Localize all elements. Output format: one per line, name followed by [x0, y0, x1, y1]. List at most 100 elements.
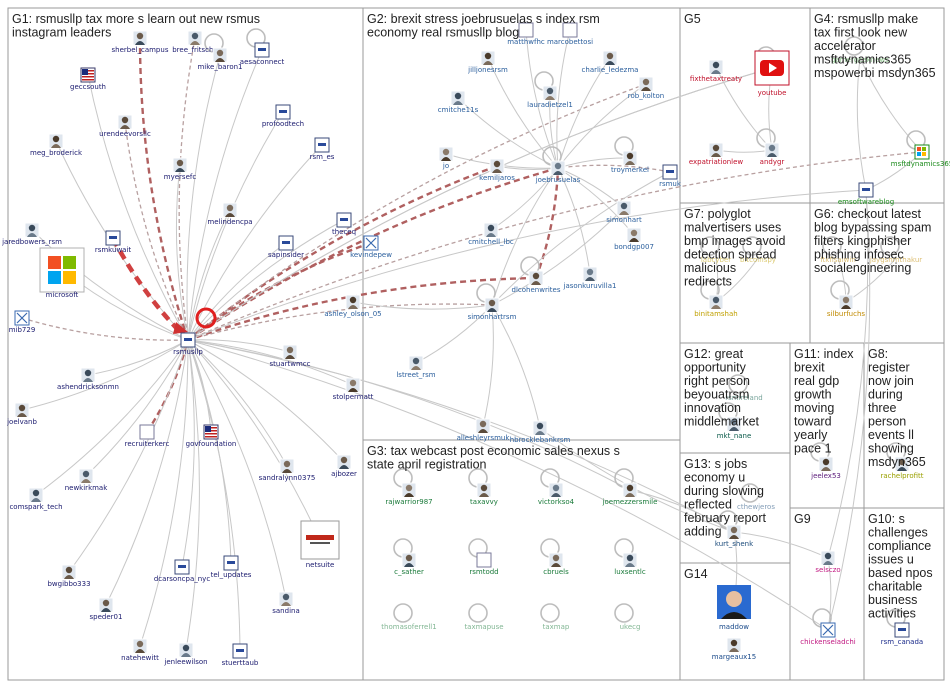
node-recruiterkerc[interactable]: recruiterkerc — [125, 424, 170, 448]
node-dcarsoncpa_nyc[interactable]: dcarsoncpa_nyc — [154, 559, 210, 583]
node-joemezzersmile[interactable]: joemezzersmile — [602, 482, 658, 506]
node-lauradietzel1[interactable]: lauradietzel1 — [527, 85, 573, 109]
node-ajbozer[interactable]: ajbozer — [331, 454, 357, 478]
node-rsmusllp[interactable]: rsmusllp — [173, 332, 203, 356]
node-rsmuk[interactable]: rsmuk — [659, 164, 682, 188]
node-ukecg[interactable]: ukecg — [620, 623, 641, 631]
node-thomasoferrell1[interactable]: thomasoferrell1 — [381, 623, 436, 631]
node-rsmkuwait[interactable]: rsmkuwait — [95, 230, 132, 254]
node-chickenseladchi[interactable]: chickenseladchi — [800, 622, 856, 646]
node-bwgibbo333[interactable]: bwgibbo333 — [47, 564, 91, 588]
node-maddow[interactable]: maddow — [717, 585, 751, 631]
node-rsm_es[interactable]: rsm_es — [310, 137, 335, 161]
node-newkirkmak[interactable]: newkirkmak — [65, 468, 109, 492]
node-jenleewilson[interactable]: jenleewilson — [163, 642, 208, 666]
node-rsmireland[interactable]: rsmireland — [725, 394, 762, 402]
node-jeelex53[interactable]: jeelex53 — [810, 456, 841, 480]
node-rachelprofitt[interactable]: rachelprofitt — [880, 456, 924, 480]
node-matthwfhc[interactable]: matthwfhc — [507, 22, 545, 46]
node-cmitche11s[interactable]: cmitche11s — [438, 90, 479, 114]
node-stuartwmcc[interactable]: stuartwmcc — [270, 344, 311, 368]
node-label: ajbozer — [331, 470, 357, 478]
node-melindencpa[interactable]: melindencpa — [207, 202, 253, 226]
node-stuerttaub[interactable]: stuerttaub — [222, 643, 259, 667]
node-govfoundation[interactable]: govfoundation — [186, 424, 237, 448]
node-ashendricksonmn[interactable]: ashendricksonmn — [57, 367, 119, 391]
node-tel_updates[interactable]: tel_updates — [211, 555, 252, 579]
node-taxavvy[interactable]: taxavvy — [470, 482, 498, 506]
node-msftdynamics365[interactable]: msftdynamics365 — [891, 144, 950, 168]
node-rsm_canada[interactable]: rsm_canada — [881, 622, 923, 646]
node-kevindepew[interactable]: kevindepew — [350, 235, 392, 259]
node-simonhartrsm[interactable]: simonhartrsm — [468, 297, 517, 321]
node-cbruels[interactable]: cbruels — [543, 552, 569, 576]
node-simonhart[interactable]: simonhart — [606, 200, 642, 224]
node-bree_fritsche[interactable]: bree_fritsche — [172, 30, 218, 54]
node-fixthetaxtreaty[interactable]: fixthetaxtreaty — [690, 59, 742, 83]
node-labcyber[interactable]: labcyber — [701, 256, 731, 264]
node-troymerkel[interactable]: troymerkel — [611, 150, 649, 174]
node-sandina[interactable]: sandina — [272, 591, 300, 615]
node-taxmapuse[interactable]: taxmapuse — [464, 623, 503, 631]
node-marcobettosi[interactable]: marcobettosi — [547, 22, 593, 46]
node-rajwarrior987[interactable]: rajwarrior987 — [385, 482, 433, 506]
node-joebrusuelas[interactable]: joebrusuelas — [535, 160, 581, 184]
node-mike_baron1[interactable]: mike_baron1 — [197, 47, 243, 71]
node-selsczo[interactable]: selsczo — [815, 550, 841, 574]
node-aesaconnect[interactable]: aesaconnect — [240, 42, 285, 66]
node-mib729[interactable]: mib729 — [9, 310, 36, 334]
node-kemiljaros[interactable]: kemiljaros — [479, 158, 515, 182]
node-ftkflsaiwin[interactable]: ftkflsaiwin — [820, 256, 856, 264]
node-microsoft[interactable]: microsoft — [39, 247, 85, 299]
node-rsmtodd[interactable]: rsmtodd — [469, 552, 499, 576]
node-hbrocklebankrsm[interactable]: hbrocklebankrsm — [510, 420, 571, 444]
node-c_sather[interactable]: c_sather — [394, 552, 424, 576]
node-emsoftwareblog[interactable]: emsoftwareblog — [838, 182, 894, 206]
node-jasonkuruvilla1[interactable]: jasonkuruvilla1 — [563, 266, 617, 290]
node-andygr[interactable]: andygr — [760, 142, 785, 166]
node-taxmap[interactable]: taxmap — [543, 623, 570, 631]
node-margeaux15[interactable]: margeaux15 — [712, 637, 756, 661]
node-label: lauradietzel1 — [527, 101, 573, 109]
node-victorkso4[interactable]: victorkso4 — [538, 482, 575, 506]
node-jaredbowers_rsm[interactable]: jaredbowers_rsm — [1, 222, 62, 246]
node-kurt_shenk[interactable]: kurt_shenk — [715, 524, 754, 548]
node-alleshleyrsmuk[interactable]: alleshleyrsmuk — [457, 418, 511, 442]
node-lstreet_rsm[interactable]: lstreet_rsm — [396, 355, 436, 379]
node-sherbel_campus[interactable]: sherbel_campus — [112, 30, 169, 54]
node-natehewitt[interactable]: natehewitt — [121, 638, 159, 662]
node-expatriationlew[interactable]: expatriationlew — [689, 142, 744, 166]
node-gamergeeknews[interactable]: gamergeeknews — [831, 56, 889, 64]
node-joelvanb[interactable]: joelvanb — [6, 402, 37, 426]
node-urendeevorsllc[interactable]: urendeevorsllc — [99, 114, 151, 138]
node-luxsentlc[interactable]: luxsentlc — [614, 552, 646, 576]
node-profoodtech[interactable]: profoodtech — [262, 104, 304, 128]
node-jaygshmthakur[interactable]: jaygshmthakur — [869, 256, 922, 264]
node-dlcohenwrites[interactable]: dlcohenwrites — [512, 270, 561, 294]
node-sandralynn0375[interactable]: sandralynn0375 — [259, 458, 316, 482]
node-youtube[interactable]: youtube — [754, 50, 790, 97]
node-sapinsider[interactable]: sapinsider — [268, 235, 304, 259]
node-bitcoinspy[interactable]: bitcoinspy — [740, 256, 776, 264]
node-jo[interactable]: jo — [438, 146, 454, 170]
node-geccsouth[interactable]: geccsouth — [70, 67, 106, 91]
node-binitamshah[interactable]: binitamshah — [694, 294, 738, 318]
node-ashley_olson_05[interactable]: ashley_olson_05 — [324, 294, 382, 318]
node-stolpermatt[interactable]: stolpermatt — [333, 377, 374, 401]
node-myersefc[interactable]: myersefc — [164, 157, 197, 181]
node-charlie_ledezma[interactable]: charlie_ledezma — [582, 50, 639, 74]
node-label: thomasoferrell1 — [381, 623, 436, 631]
node-theceq[interactable]: theceq — [332, 212, 356, 236]
node-cmitchell_lbc[interactable]: cmitchell_lbc — [468, 222, 514, 246]
node-silburfuchs[interactable]: silburfuchs — [827, 294, 865, 318]
group-box-g9 — [789, 507, 865, 681]
node-speder01[interactable]: speder01 — [90, 597, 123, 621]
node-mkt_nane[interactable]: mkt_nane — [717, 416, 752, 440]
node-netsuite[interactable]: netsuite — [300, 520, 340, 569]
node-rob_kolton[interactable]: rob_kolton — [628, 76, 664, 100]
node-cthewjeros[interactable]: cthewjeros — [737, 503, 775, 511]
node-jilljonesrsm[interactable]: jilljonesrsm — [467, 50, 508, 74]
node-bondgp007[interactable]: bondgp007 — [614, 227, 654, 251]
node-comspark_tech[interactable]: comspark_tech — [9, 487, 63, 511]
node-meg_broderick[interactable]: meg_broderick — [30, 133, 83, 157]
